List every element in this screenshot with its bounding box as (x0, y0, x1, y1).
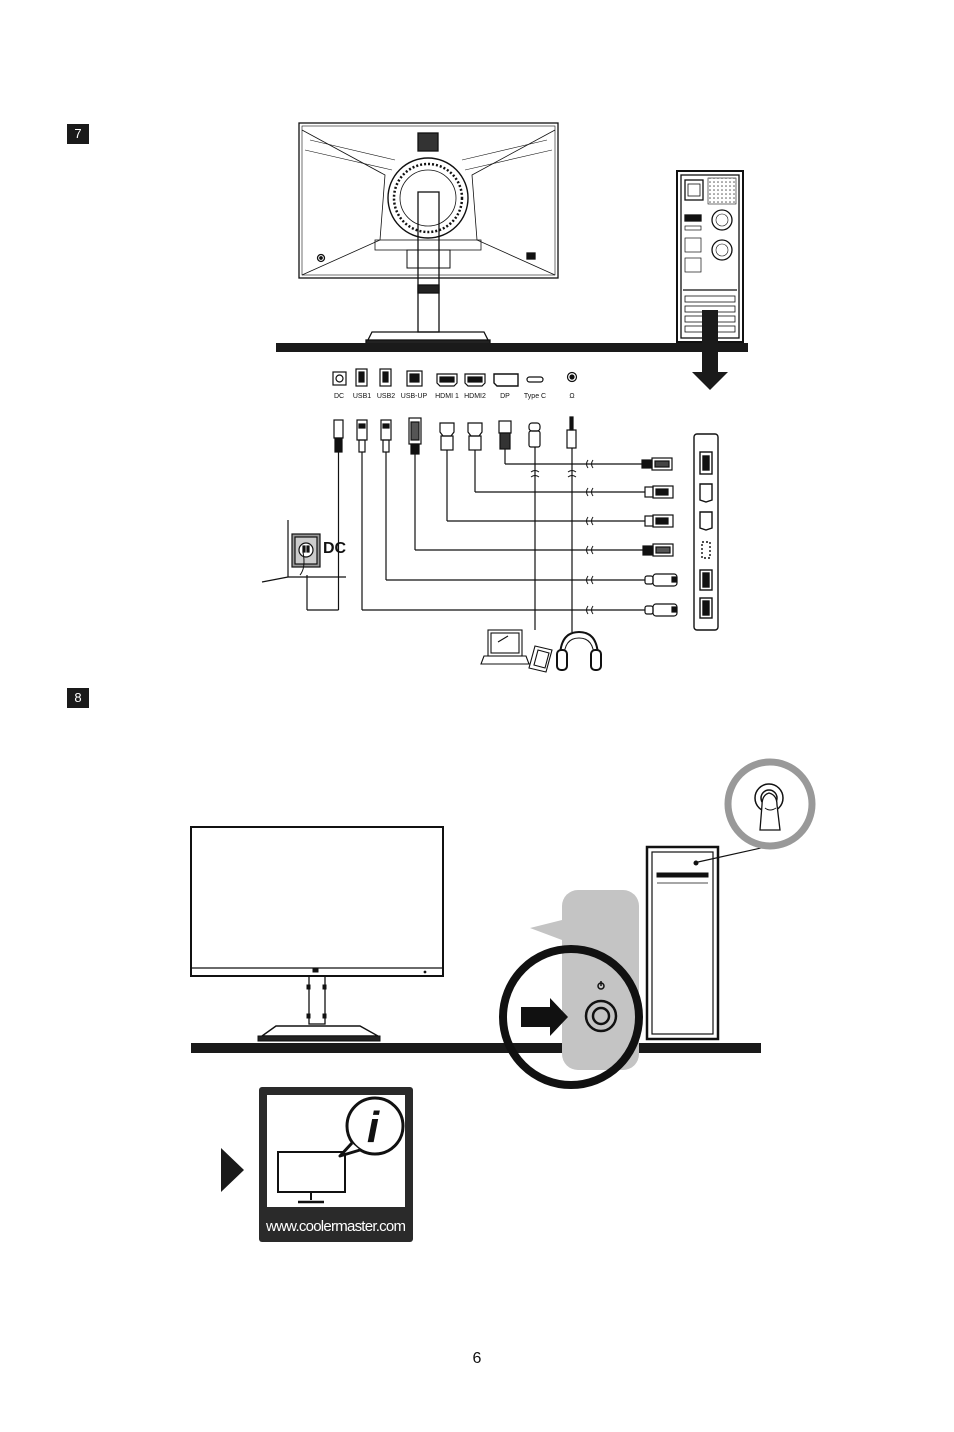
cable-plugs (333, 416, 577, 455)
port-icons (332, 368, 578, 387)
power-outlet-icon (261, 520, 346, 583)
monitor-power-button-closeup (499, 890, 643, 1089)
tablet-icon (528, 645, 553, 673)
pc-tower-front-illustration (645, 845, 771, 1041)
port-label-audio: Ω (569, 393, 574, 400)
website-url: www.coolermaster.com (265, 1218, 406, 1235)
port-label-usb2: USB2 (377, 393, 395, 400)
power-label: DC (323, 540, 347, 557)
port-label-usb-up: USB-UP (401, 393, 428, 400)
port-label-dc: DC (334, 393, 344, 400)
cable-lines (306, 447, 645, 632)
step-8-badge: 8 (67, 688, 89, 708)
finger-press-icon (724, 758, 816, 850)
port-label-type-c: Type C (524, 393, 546, 400)
pointer-triangle-icon (221, 1148, 244, 1192)
laptop-icon (480, 629, 530, 665)
info-badge: i www.coolermaster.com (259, 1087, 413, 1242)
info-icon: i (367, 1103, 380, 1152)
port-label-usb1: USB1 (353, 393, 371, 400)
monitor-rear-illustration (298, 122, 559, 345)
pc-port-panel (693, 433, 719, 631)
arrow-right-icon (521, 998, 568, 1036)
port-label-dp: DP (500, 393, 510, 400)
pc-side-connectors (641, 457, 678, 617)
arrow-down-icon (692, 310, 728, 390)
cable-break-marks (530, 459, 594, 615)
page-number: 6 (472, 1350, 482, 1367)
desk-surface-front (191, 1043, 761, 1053)
step-7-badge: 7 (67, 124, 89, 144)
port-label-hdmi1: HDMI 1 (435, 393, 459, 400)
headphones-icon (556, 630, 602, 671)
port-label-hdmi2: HDMI2 (464, 393, 486, 400)
desk-surface (276, 343, 748, 352)
monitor-front-illustration (190, 826, 444, 1042)
